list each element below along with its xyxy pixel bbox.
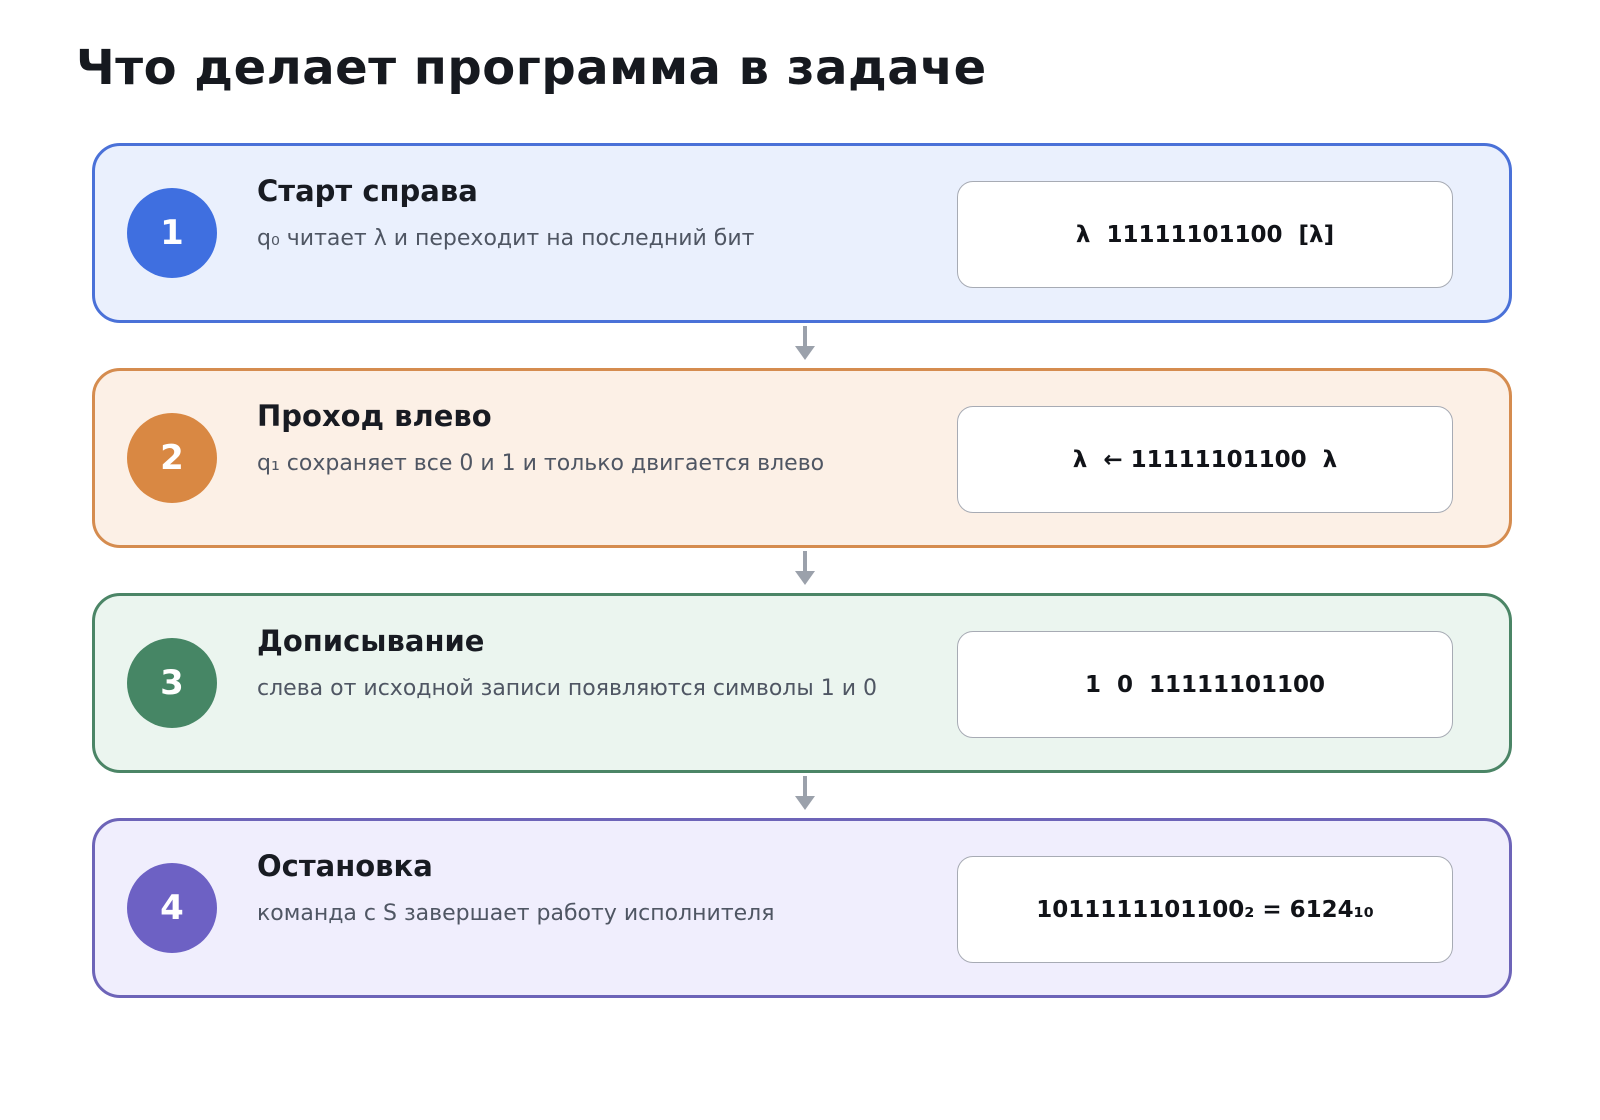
step-number-badge: 2 (127, 413, 217, 503)
step-number-badge: 1 (127, 188, 217, 278)
tape-state-box: 1 0 11111101100 (957, 631, 1453, 738)
step-card-4: 4 Остановка команда с S завершает работу… (92, 818, 1512, 998)
down-arrow-icon (795, 551, 815, 585)
step-description: q₀ читает λ и переходит на последний бит (257, 226, 755, 251)
step-description: q₁ сохраняет все 0 и 1 и только двигаетс… (257, 451, 825, 476)
step-title: Остановка (257, 849, 433, 883)
step-description: слева от исходной записи появляются симв… (257, 676, 877, 701)
step-title: Дописывание (257, 624, 485, 658)
step-description: команда с S завершает работу исполнителя (257, 901, 775, 926)
step-title: Проход влево (257, 399, 492, 433)
tape-state-box: 1011111101100₂ = 6124₁₀ (957, 856, 1453, 963)
step-card-3: 3 Дописывание слева от исходной записи п… (92, 593, 1512, 773)
step-title: Старт справа (257, 174, 478, 208)
step-card-1: 1 Старт справа q₀ читает λ и переходит н… (92, 143, 1512, 323)
step-card-2: 2 Проход влево q₁ сохраняет все 0 и 1 и … (92, 368, 1512, 548)
down-arrow-icon (795, 776, 815, 810)
step-number-badge: 3 (127, 638, 217, 728)
page-title: Что делает программа в задаче (76, 40, 987, 96)
step-number-badge: 4 (127, 863, 217, 953)
down-arrow-icon (795, 326, 815, 360)
tape-state-box: λ ← 11111101100 λ (957, 406, 1453, 513)
tape-state-box: λ 11111101100 [λ] (957, 181, 1453, 288)
